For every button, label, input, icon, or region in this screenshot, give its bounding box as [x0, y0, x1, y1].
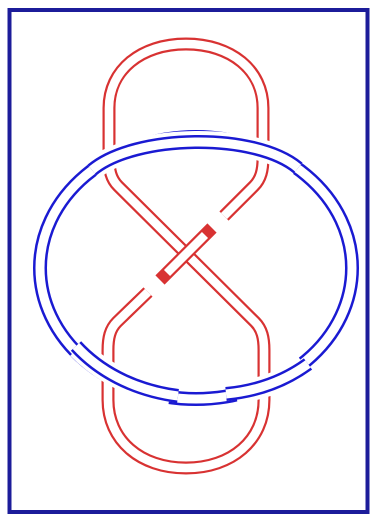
knot-diagram-panel	[0, 0, 376, 523]
knot-diagram	[0, 0, 376, 523]
